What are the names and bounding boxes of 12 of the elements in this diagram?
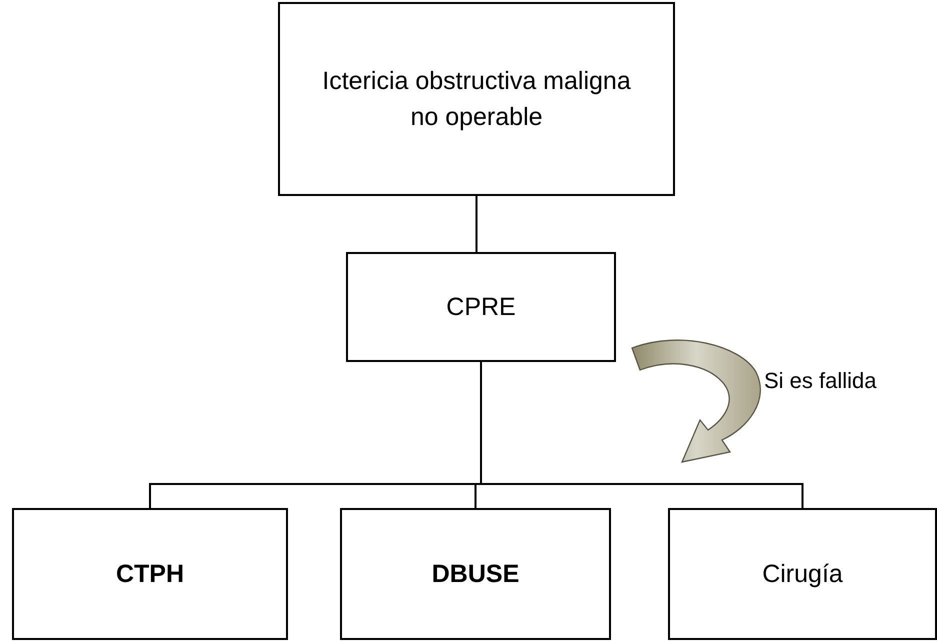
box-text: Ictericia obstructiva maligna no operable <box>321 66 632 133</box>
box-text: CTPH <box>116 558 184 590</box>
connector-line <box>476 196 478 252</box>
annotation-text: Si es fallida <box>764 368 877 394</box>
flowchart-box <box>278 2 675 196</box>
box-text: CPRE <box>446 292 516 323</box>
box-text: Cirugía <box>762 558 843 590</box>
flowchart-box <box>12 508 288 640</box>
box-text: DBUSE <box>432 558 520 590</box>
flowchart-box <box>668 508 937 640</box>
flowchart-box <box>346 252 616 362</box>
flowchart-box <box>340 508 611 640</box>
